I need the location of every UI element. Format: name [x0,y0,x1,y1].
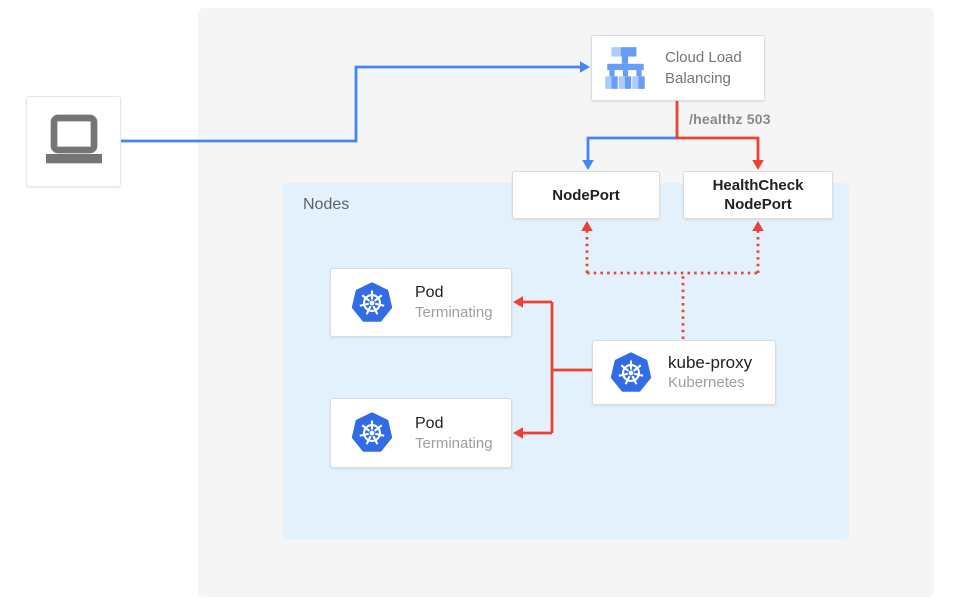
healthcheck-nodeport-node: HealthCheck NodePort [683,171,833,219]
laptop-icon [45,114,102,163]
kube-proxy-node: kube-proxy Kubernetes [592,340,776,405]
pod-1-title: Pod [415,284,444,301]
kube-proxy-title: kube-proxy [668,353,753,372]
healthcheck-nodeport-label: HealthCheck NodePort [712,177,804,213]
kube-proxy-subtitle: Kubernetes [668,374,745,391]
pod-2-title: Pod [415,414,444,432]
cloud-load-balancing-node: Cloud Load Balancing [591,35,765,101]
pod-1-node: Pod Terminating [330,268,512,337]
healthz-status-label: /healthz 503 [689,111,771,127]
pod-2-status: Terminating [415,434,493,452]
nodes-group-label: Nodes [303,196,350,213]
kubernetes-icon [610,351,652,392]
nodeport-label: NodePort [552,186,620,204]
pod-1-status: Terminating [415,304,493,321]
kubernetes-icon [351,281,393,322]
pod-2-node: Pod Terminating [330,398,512,468]
kubernetes-icon [351,412,393,452]
cloud-load-balancing-label: Cloud Load Balancing [665,49,742,87]
cloud-load-balancing-icon [605,47,645,89]
nodeport-node: NodePort [512,171,660,219]
client-node [26,96,121,187]
